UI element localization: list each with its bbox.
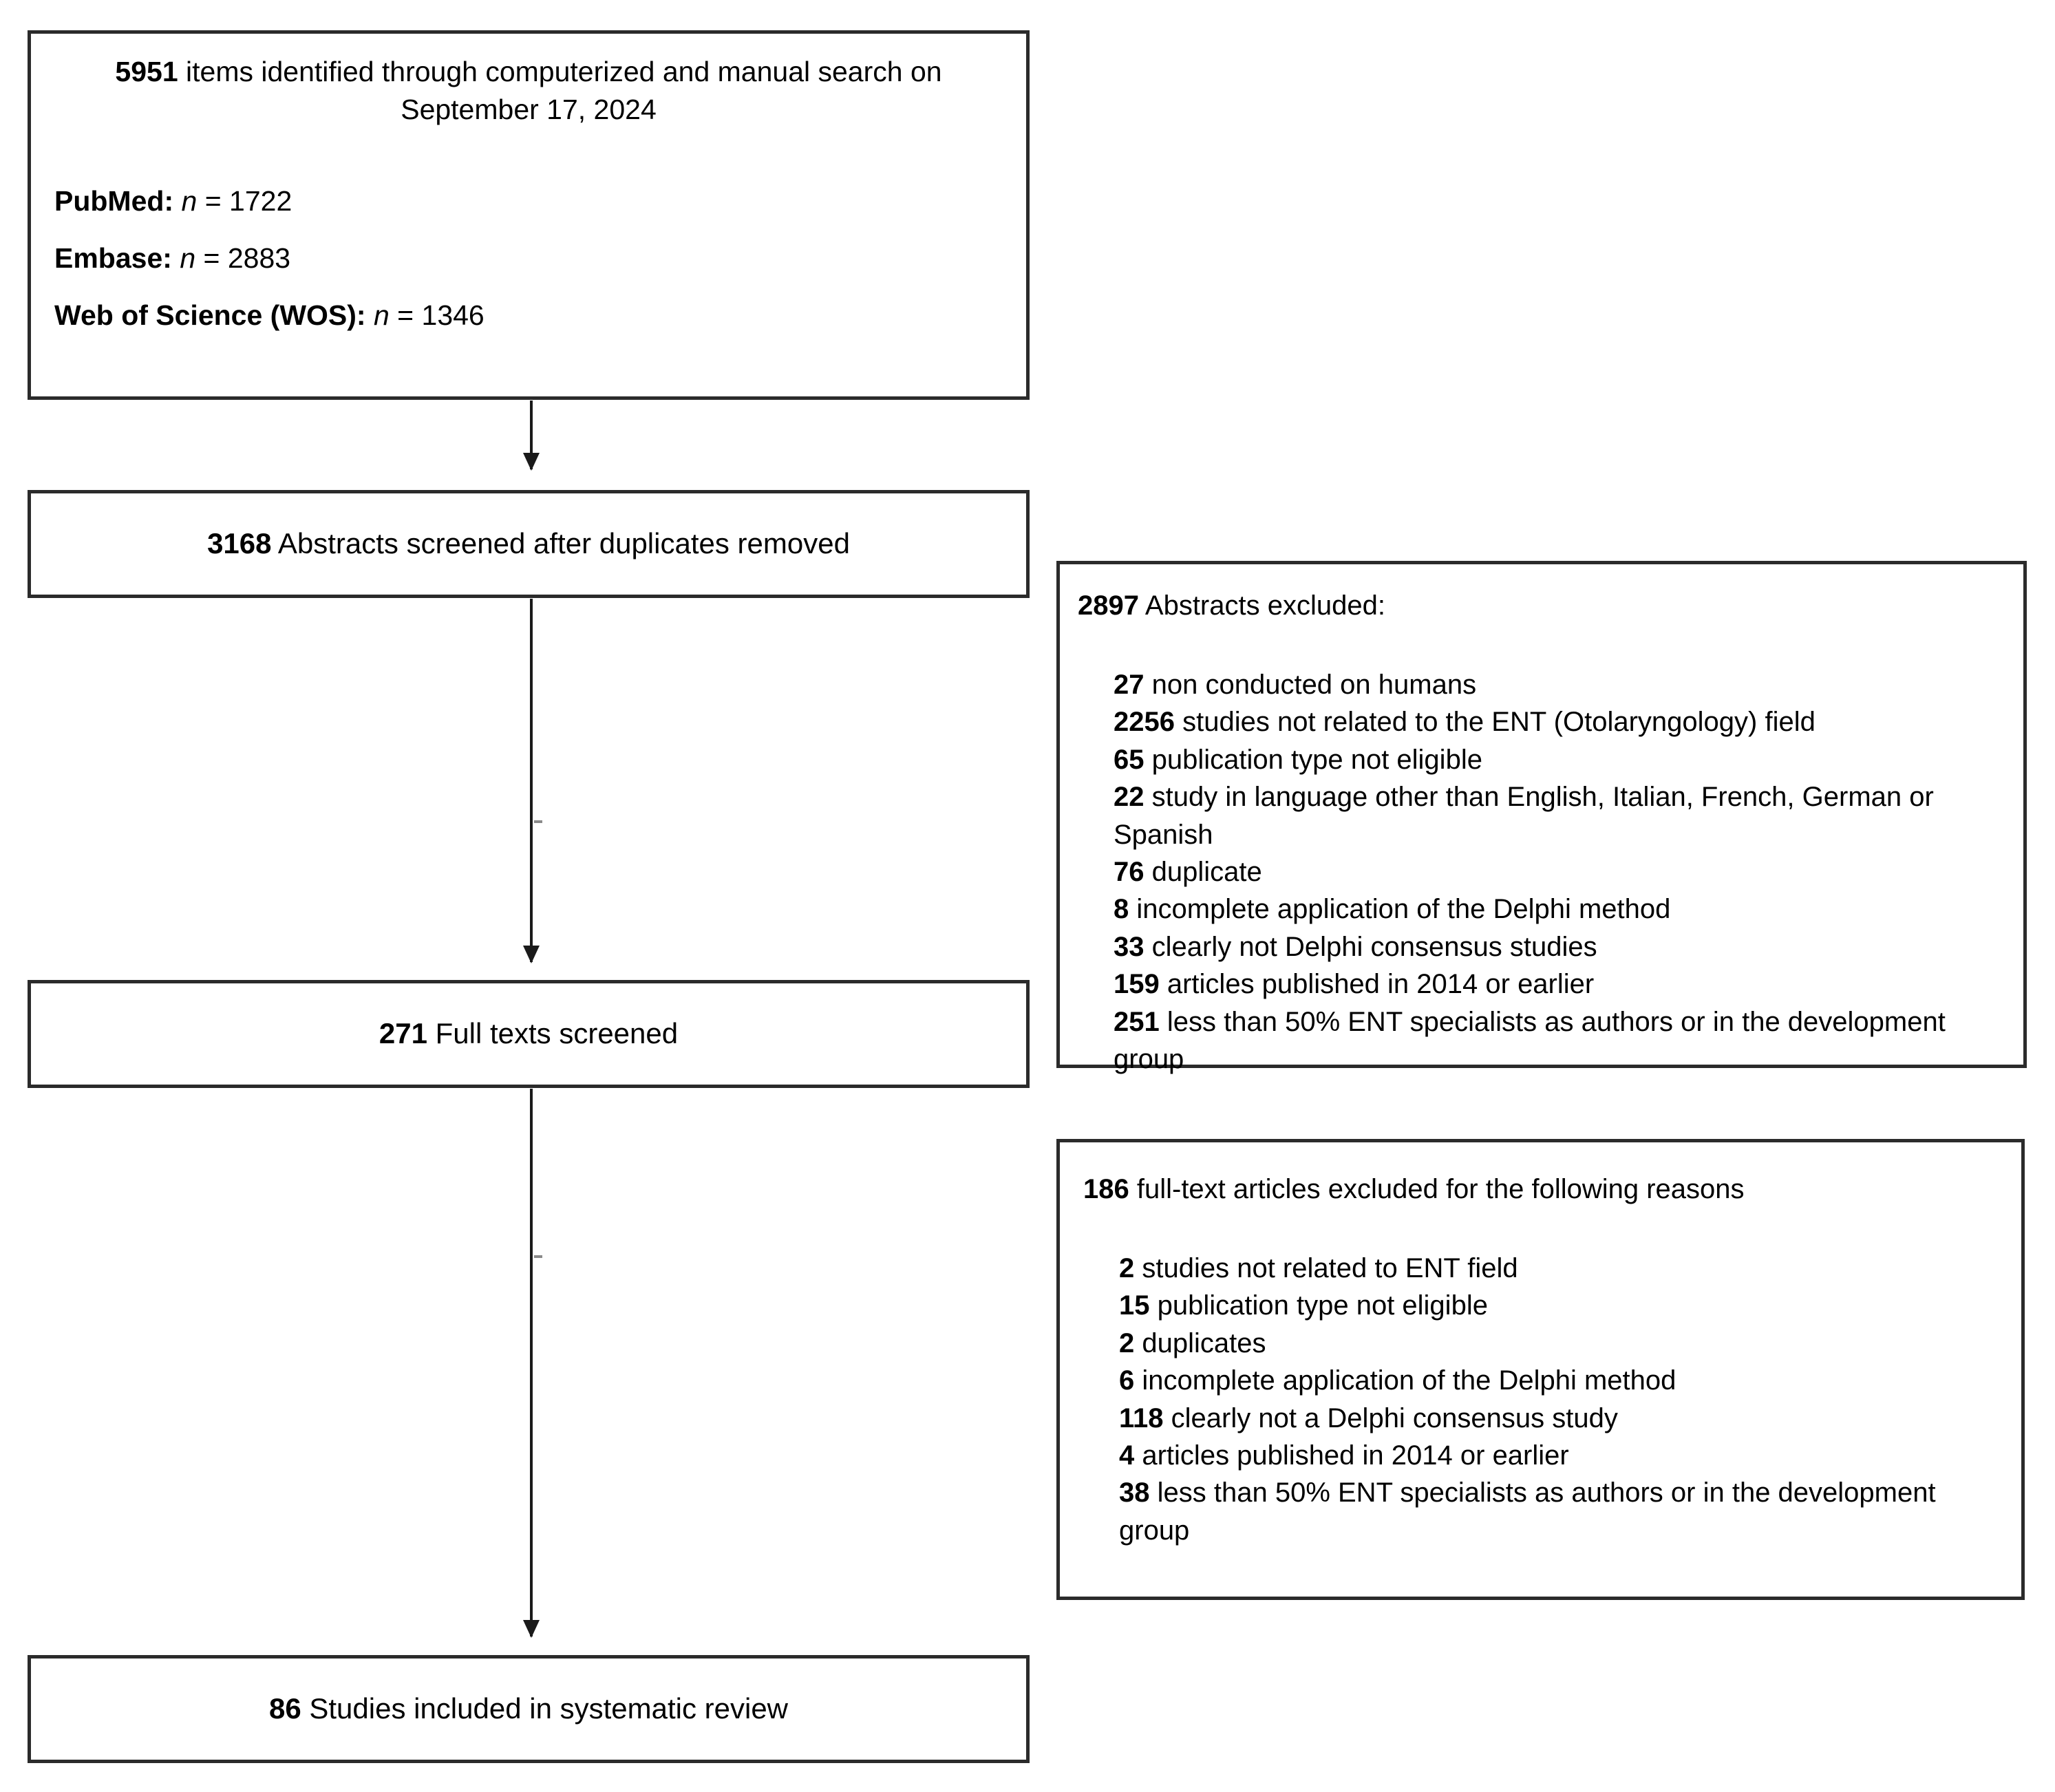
reason-text: duplicate: [1144, 856, 1262, 887]
full-texts-screened-label: 271 Full texts screened: [379, 1015, 678, 1053]
identification-headline-text: items identified through computerized an…: [178, 56, 942, 126]
reason-text: incomplete application of the Delphi met…: [1129, 894, 1671, 925]
reason-text: studies not related to ENT field: [1134, 1253, 1518, 1283]
identification-box: 5951 items identified through computeriz…: [28, 30, 1030, 400]
reason-item: 251 less than 50% ENT specialists as aut…: [1114, 1003, 2011, 1078]
reason-text: less than 50% ENT specialists as authors…: [1119, 1478, 1936, 1546]
reason-text: study in language other than English, It…: [1114, 782, 1934, 850]
reason-count: 22: [1114, 782, 1144, 813]
reason-item: 65 publication type not eligible: [1114, 741, 2011, 778]
abstracts-excluded-heading: 2897 Abstracts excluded:: [1078, 588, 1385, 623]
reason-item: 2256 studies not related to the ENT (Oto…: [1114, 703, 2011, 740]
full-texts-excluded-reason-list: 2 studies not related to ENT field 15 pu…: [1119, 1250, 2009, 1549]
abstracts-excluded-reason-list: 27 non conducted on humans 2256 studies …: [1114, 666, 2011, 1078]
source-equals: =: [389, 299, 422, 332]
source-value: 2883: [227, 242, 291, 274]
source-separator: :: [162, 242, 180, 274]
source-row: Web of Science (WOS): n = 1346: [54, 297, 1003, 334]
abstracts-excluded-box: 2897 Abstracts excluded: 27 non conducte…: [1056, 561, 2027, 1074]
reason-text: articles published in 2014 or earlier: [1159, 969, 1595, 1000]
reason-count: 2: [1119, 1253, 1135, 1283]
reason-item: 27 non conducted on humans: [1114, 666, 2011, 703]
reason-item: 22 study in language other than English,…: [1114, 778, 2011, 853]
full-texts-excluded-box: 186 full-text articles excluded for the …: [1056, 1139, 2025, 1600]
reason-text: articles published in 2014 or earlier: [1134, 1440, 1569, 1471]
reason-count: 6: [1119, 1365, 1135, 1396]
reason-count: 251: [1114, 1006, 1160, 1037]
abstracts-screened-text: Abstracts screened after duplicates remo…: [271, 527, 850, 560]
identification-headline: 5951 items identified through computeriz…: [54, 53, 1003, 129]
identification-source-list: PubMed: n = 1722 Embase: n = 2883 Web of…: [54, 183, 1003, 334]
reason-text: publication type not eligible: [1149, 1290, 1488, 1321]
abstracts-screened-count: 3168: [207, 527, 272, 560]
reason-count: 65: [1114, 744, 1144, 775]
reason-item: 38 less than 50% ENT specialists as auth…: [1119, 1474, 2009, 1549]
reason-count: 4: [1119, 1440, 1135, 1471]
reason-count: 27: [1114, 670, 1144, 700]
included-studies-count: 86: [268, 1692, 301, 1725]
source-separator: :: [164, 184, 182, 217]
full-texts-screened-count: 271: [379, 1017, 427, 1050]
included-studies-label: 86 Studies included in systematic review: [269, 1690, 788, 1728]
abstracts-excluded-heading-text: Abstracts excluded:: [1138, 590, 1385, 621]
reason-count: 33: [1114, 931, 1144, 962]
reason-count: 38: [1119, 1478, 1150, 1508]
source-n-symbol: n: [180, 242, 196, 274]
source-equals: =: [197, 184, 230, 217]
arrow-identification-to-abstracts: [523, 401, 540, 471]
reason-count: 76: [1114, 856, 1144, 887]
abstracts-screened-label: 3168 Abstracts screened after duplicates…: [207, 525, 850, 563]
reason-item: 4 articles published in 2014 or earlier: [1119, 1437, 2009, 1474]
connector-tick-mark: [534, 1255, 542, 1258]
full-texts-screened-text: Full texts screened: [427, 1017, 679, 1050]
reason-count: 15: [1119, 1290, 1150, 1321]
included-studies-text: Studies included in systematic review: [301, 1692, 789, 1725]
reason-item: 33 clearly not Delphi consensus studies: [1114, 928, 2011, 966]
arrow-abstracts-to-fulltexts: [523, 599, 540, 963]
source-value: 1722: [229, 184, 292, 217]
abstracts-excluded-count: 2897: [1078, 590, 1139, 621]
arrow-fulltexts-to-included: [523, 1089, 540, 1638]
reason-text: clearly not a Delphi consensus study: [1163, 1402, 1618, 1433]
reason-text: non conducted on humans: [1144, 670, 1477, 700]
reason-count: 2256: [1114, 707, 1175, 738]
source-row: Embase: n = 2883: [54, 240, 1003, 277]
reason-item: 15 publication type not eligible: [1119, 1287, 2009, 1324]
reason-text: duplicates: [1134, 1327, 1266, 1358]
reason-text: studies not related to the ENT (Otolaryn…: [1174, 707, 1816, 738]
reason-count: 2: [1119, 1327, 1135, 1358]
reason-count: 118: [1119, 1402, 1164, 1433]
abstracts-screened-box: 3168 Abstracts screened after duplicates…: [28, 490, 1030, 598]
source-separator: :: [356, 299, 374, 332]
included-studies-box: 86 Studies included in systematic review: [28, 1655, 1030, 1763]
reason-text: clearly not Delphi consensus studies: [1144, 931, 1597, 962]
source-name: PubMed: [54, 184, 164, 217]
full-texts-screened-box: 271 Full texts screened: [28, 980, 1030, 1088]
source-name: Embase: [54, 242, 163, 274]
source-row: PubMed: n = 1722: [54, 183, 1003, 220]
reason-item: 8 incomplete application of the Delphi m…: [1114, 890, 2011, 928]
reason-item: 2 duplicates: [1119, 1325, 2009, 1362]
source-equals: =: [195, 242, 228, 274]
reason-text: publication type not eligible: [1144, 744, 1482, 775]
source-n-symbol: n: [181, 184, 198, 217]
reason-count: 8: [1114, 894, 1129, 925]
reason-item: 76 duplicate: [1114, 853, 2011, 890]
reason-item: 2 studies not related to ENT field: [1119, 1250, 2009, 1287]
reason-item: 6 incomplete application of the Delphi m…: [1119, 1362, 2009, 1399]
reason-count: 159: [1114, 969, 1160, 1000]
full-texts-excluded-heading: 186 full-text articles excluded for the …: [1083, 1171, 1745, 1207]
connector-tick-mark: [534, 820, 542, 823]
reason-item: 118 clearly not a Delphi consensus study: [1119, 1400, 2009, 1437]
reason-text: less than 50% ENT specialists as authors…: [1114, 1006, 1946, 1074]
reason-item: 159 articles published in 2014 or earlie…: [1114, 966, 2011, 1003]
reason-text: incomplete application of the Delphi met…: [1134, 1365, 1676, 1396]
full-texts-excluded-count: 186: [1083, 1174, 1129, 1204]
identification-count: 5951: [115, 56, 178, 87]
source-n-symbol: n: [373, 299, 390, 332]
source-value: 1346: [421, 299, 485, 332]
source-name: Web of Science (WOS): [54, 299, 356, 332]
full-texts-excluded-heading-text: full-text articles excluded for the foll…: [1129, 1174, 1745, 1204]
